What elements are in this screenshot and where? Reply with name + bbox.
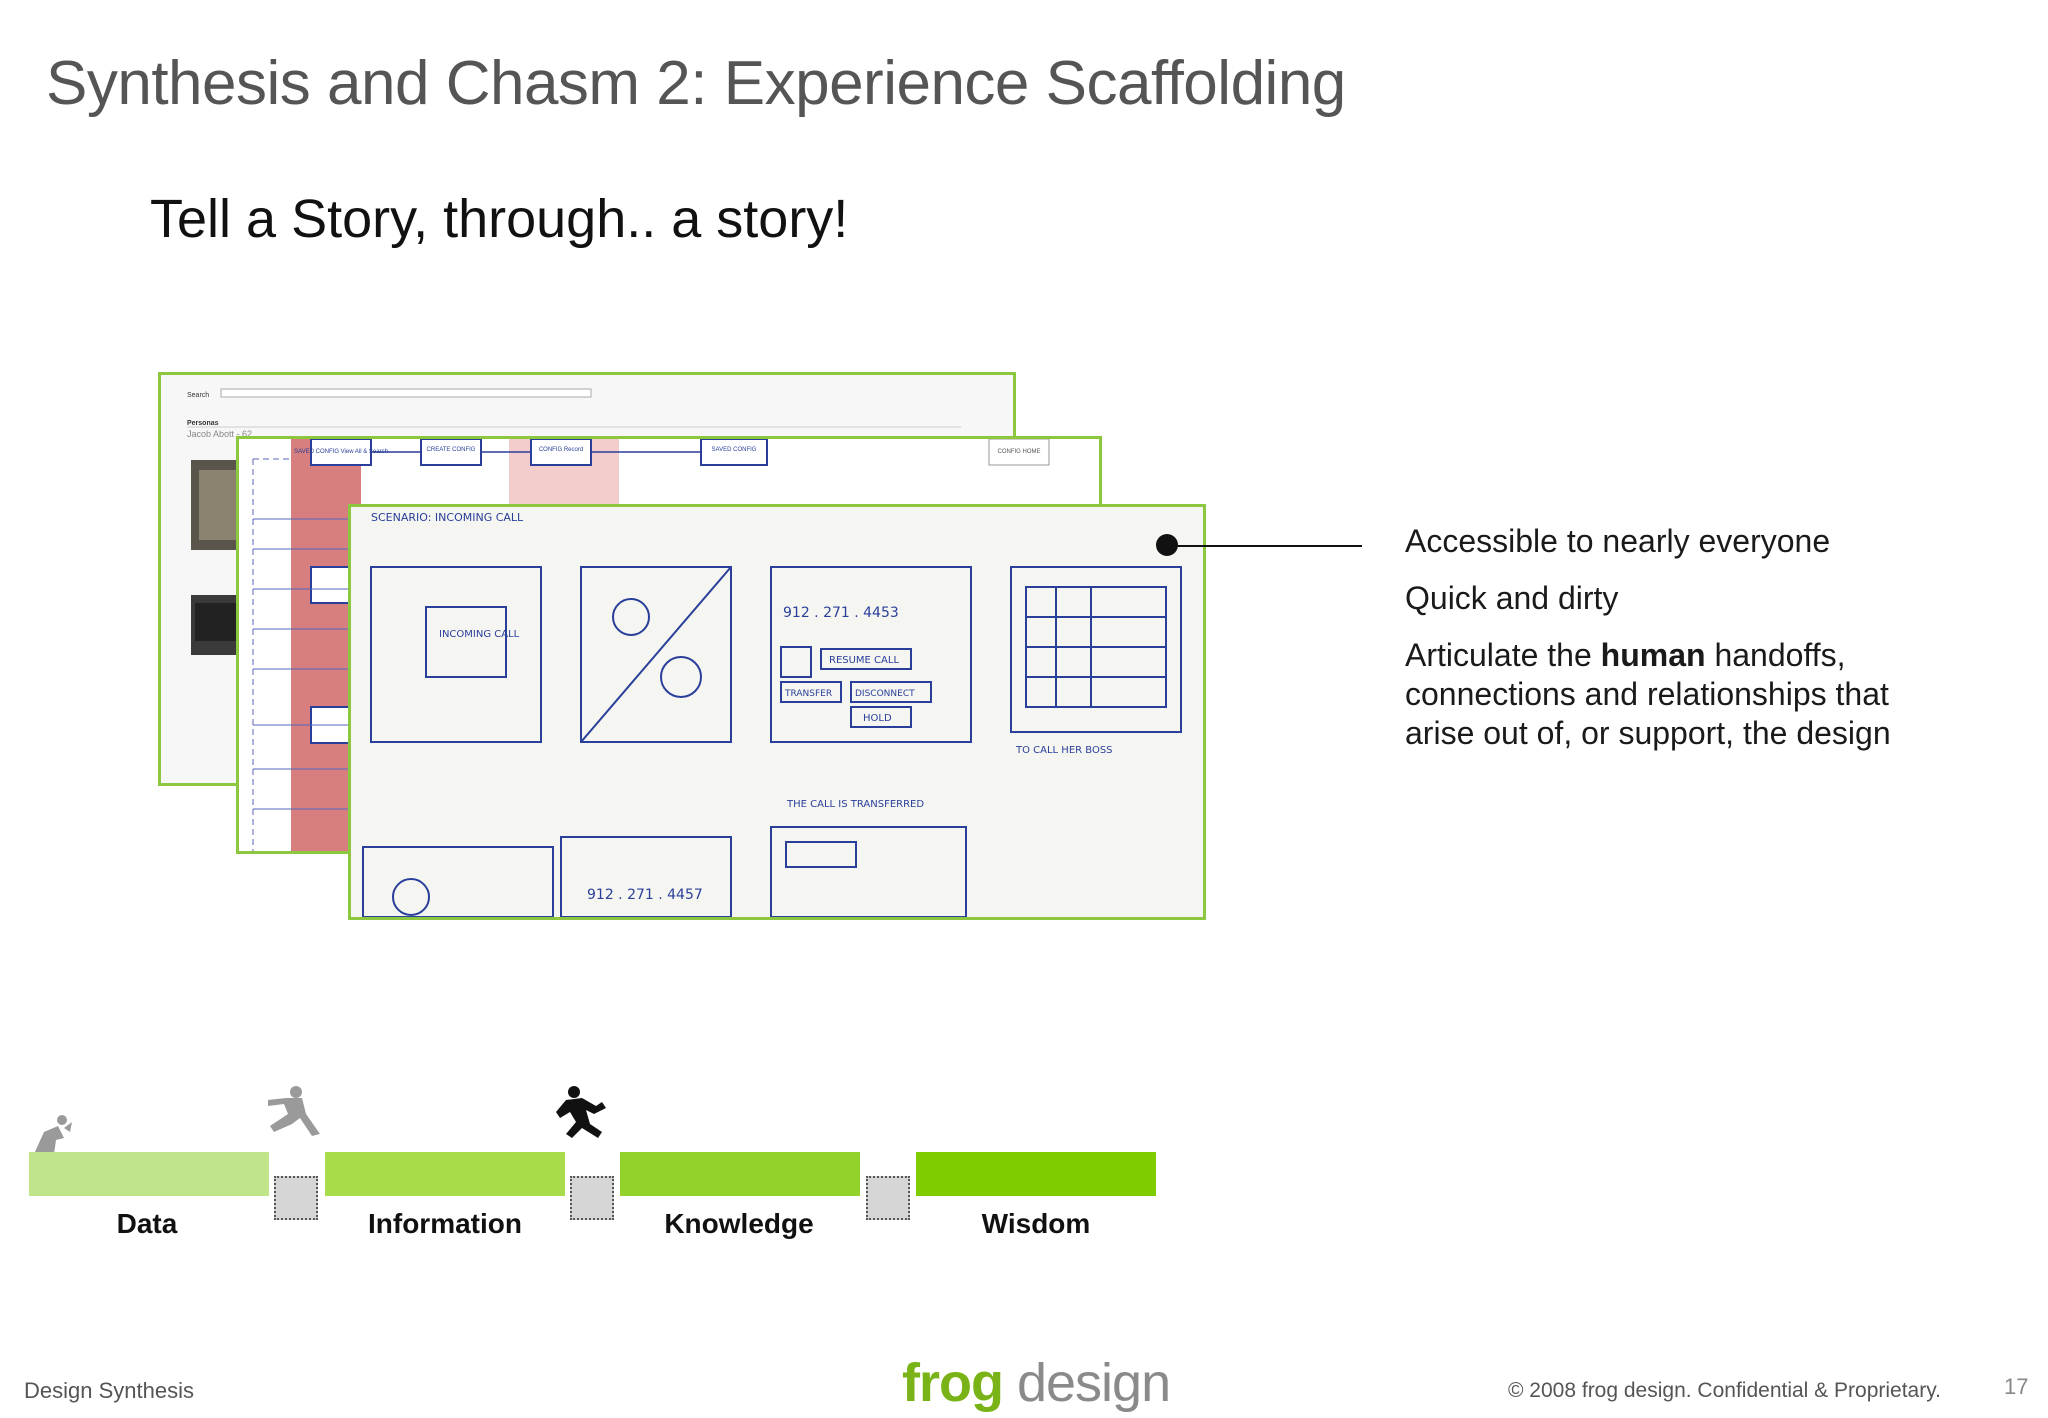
flow-box-3: CONFIG Record — [539, 447, 583, 453]
flow-box-2: CREATE CONFIG — [427, 447, 476, 453]
bullet-accessible: Accessible to nearly everyone — [1405, 523, 1831, 559]
sketch-incoming: INCOMING CALL — [439, 629, 520, 640]
stage-label-wisdom: Wisdom — [981, 1208, 1091, 1239]
stage-label-knowledge: Knowledge — [664, 1208, 814, 1239]
frog-design-logo: frog design — [902, 1352, 1171, 1414]
flow-box-1: SAVED CONFIG View All & Search — [294, 449, 388, 455]
persona-search-label: Search — [187, 392, 209, 399]
callout-dot — [1156, 534, 1178, 556]
stage-bar-knowledge — [620, 1152, 860, 1196]
sketch-transfer: TRANSFER — [784, 689, 832, 699]
gap-box-1 — [274, 1176, 318, 1220]
logo-design: design — [1002, 1353, 1171, 1413]
persona-section: Personas — [187, 420, 219, 427]
sketch-number-1: 912 . 271 . 4453 — [783, 605, 899, 621]
storyboard-drawing: SCENARIO: INCOMING CALL INCOMING CALL 91… — [362, 511, 1182, 917]
callout-line — [1168, 545, 1362, 547]
logo-frog: frog — [902, 1353, 1004, 1413]
stage-bar-data — [29, 1152, 269, 1196]
bullet-articulate: Articulate the human handoffs, connectio… — [1405, 636, 1965, 753]
stage-label-data: Data — [116, 1208, 178, 1239]
stage-bar-information — [325, 1152, 565, 1196]
bullet-articulate-post: handoffs, connections and relationships … — [1405, 637, 1891, 751]
flow-box-5: CONFIG HOME — [998, 449, 1041, 455]
storyboard-sheet: SCENARIO: INCOMING CALL INCOMING CALL 91… — [348, 504, 1206, 920]
sketch-resume: RESUME CALL — [829, 655, 899, 666]
jumping-figure-icon — [268, 1086, 320, 1136]
footer-title: Design Synthesis — [24, 1378, 194, 1403]
stage-label-information: Information — [368, 1208, 522, 1239]
sketch-scenario: SCENARIO: INCOMING CALL — [371, 511, 524, 524]
sketch-call-boss: TO CALL HER BOSS — [1015, 745, 1113, 756]
gap-box-3 — [866, 1176, 910, 1220]
flow-box-4: SAVED CONFIG — [712, 447, 757, 453]
bullet-quick: Quick and dirty — [1405, 580, 1619, 616]
crouching-figure-icon — [34, 1115, 72, 1154]
stage-bar-wisdom — [916, 1152, 1156, 1196]
bullet-articulate-pre: Articulate the — [1405, 637, 1601, 673]
copyright-notice: © 2008 frog design. Confidential & Propr… — [1508, 1379, 1941, 1402]
sketch-number-2: 912 . 271 . 4457 — [587, 887, 703, 903]
slide-subtitle: Tell a Story, through.. a story! — [150, 189, 849, 249]
slide-title: Synthesis and Chasm 2: Experience Scaffo… — [46, 49, 1346, 118]
persona-name: Jacob Abott - 62 — [187, 429, 252, 439]
bullet-articulate-bold: human — [1600, 637, 1706, 673]
sketch-transferred: THE CALL IS TRANSFERRED — [786, 799, 924, 810]
page-number: 17 — [2004, 1374, 2029, 1399]
gap-box-2 — [570, 1176, 614, 1220]
sketch-hold: HOLD — [863, 713, 892, 724]
sketch-disconnect: DISCONNECT — [855, 689, 915, 699]
running-figure-icon — [556, 1086, 606, 1138]
bullet-list: Accessible to nearly everyone Quick and … — [1405, 522, 1965, 771]
